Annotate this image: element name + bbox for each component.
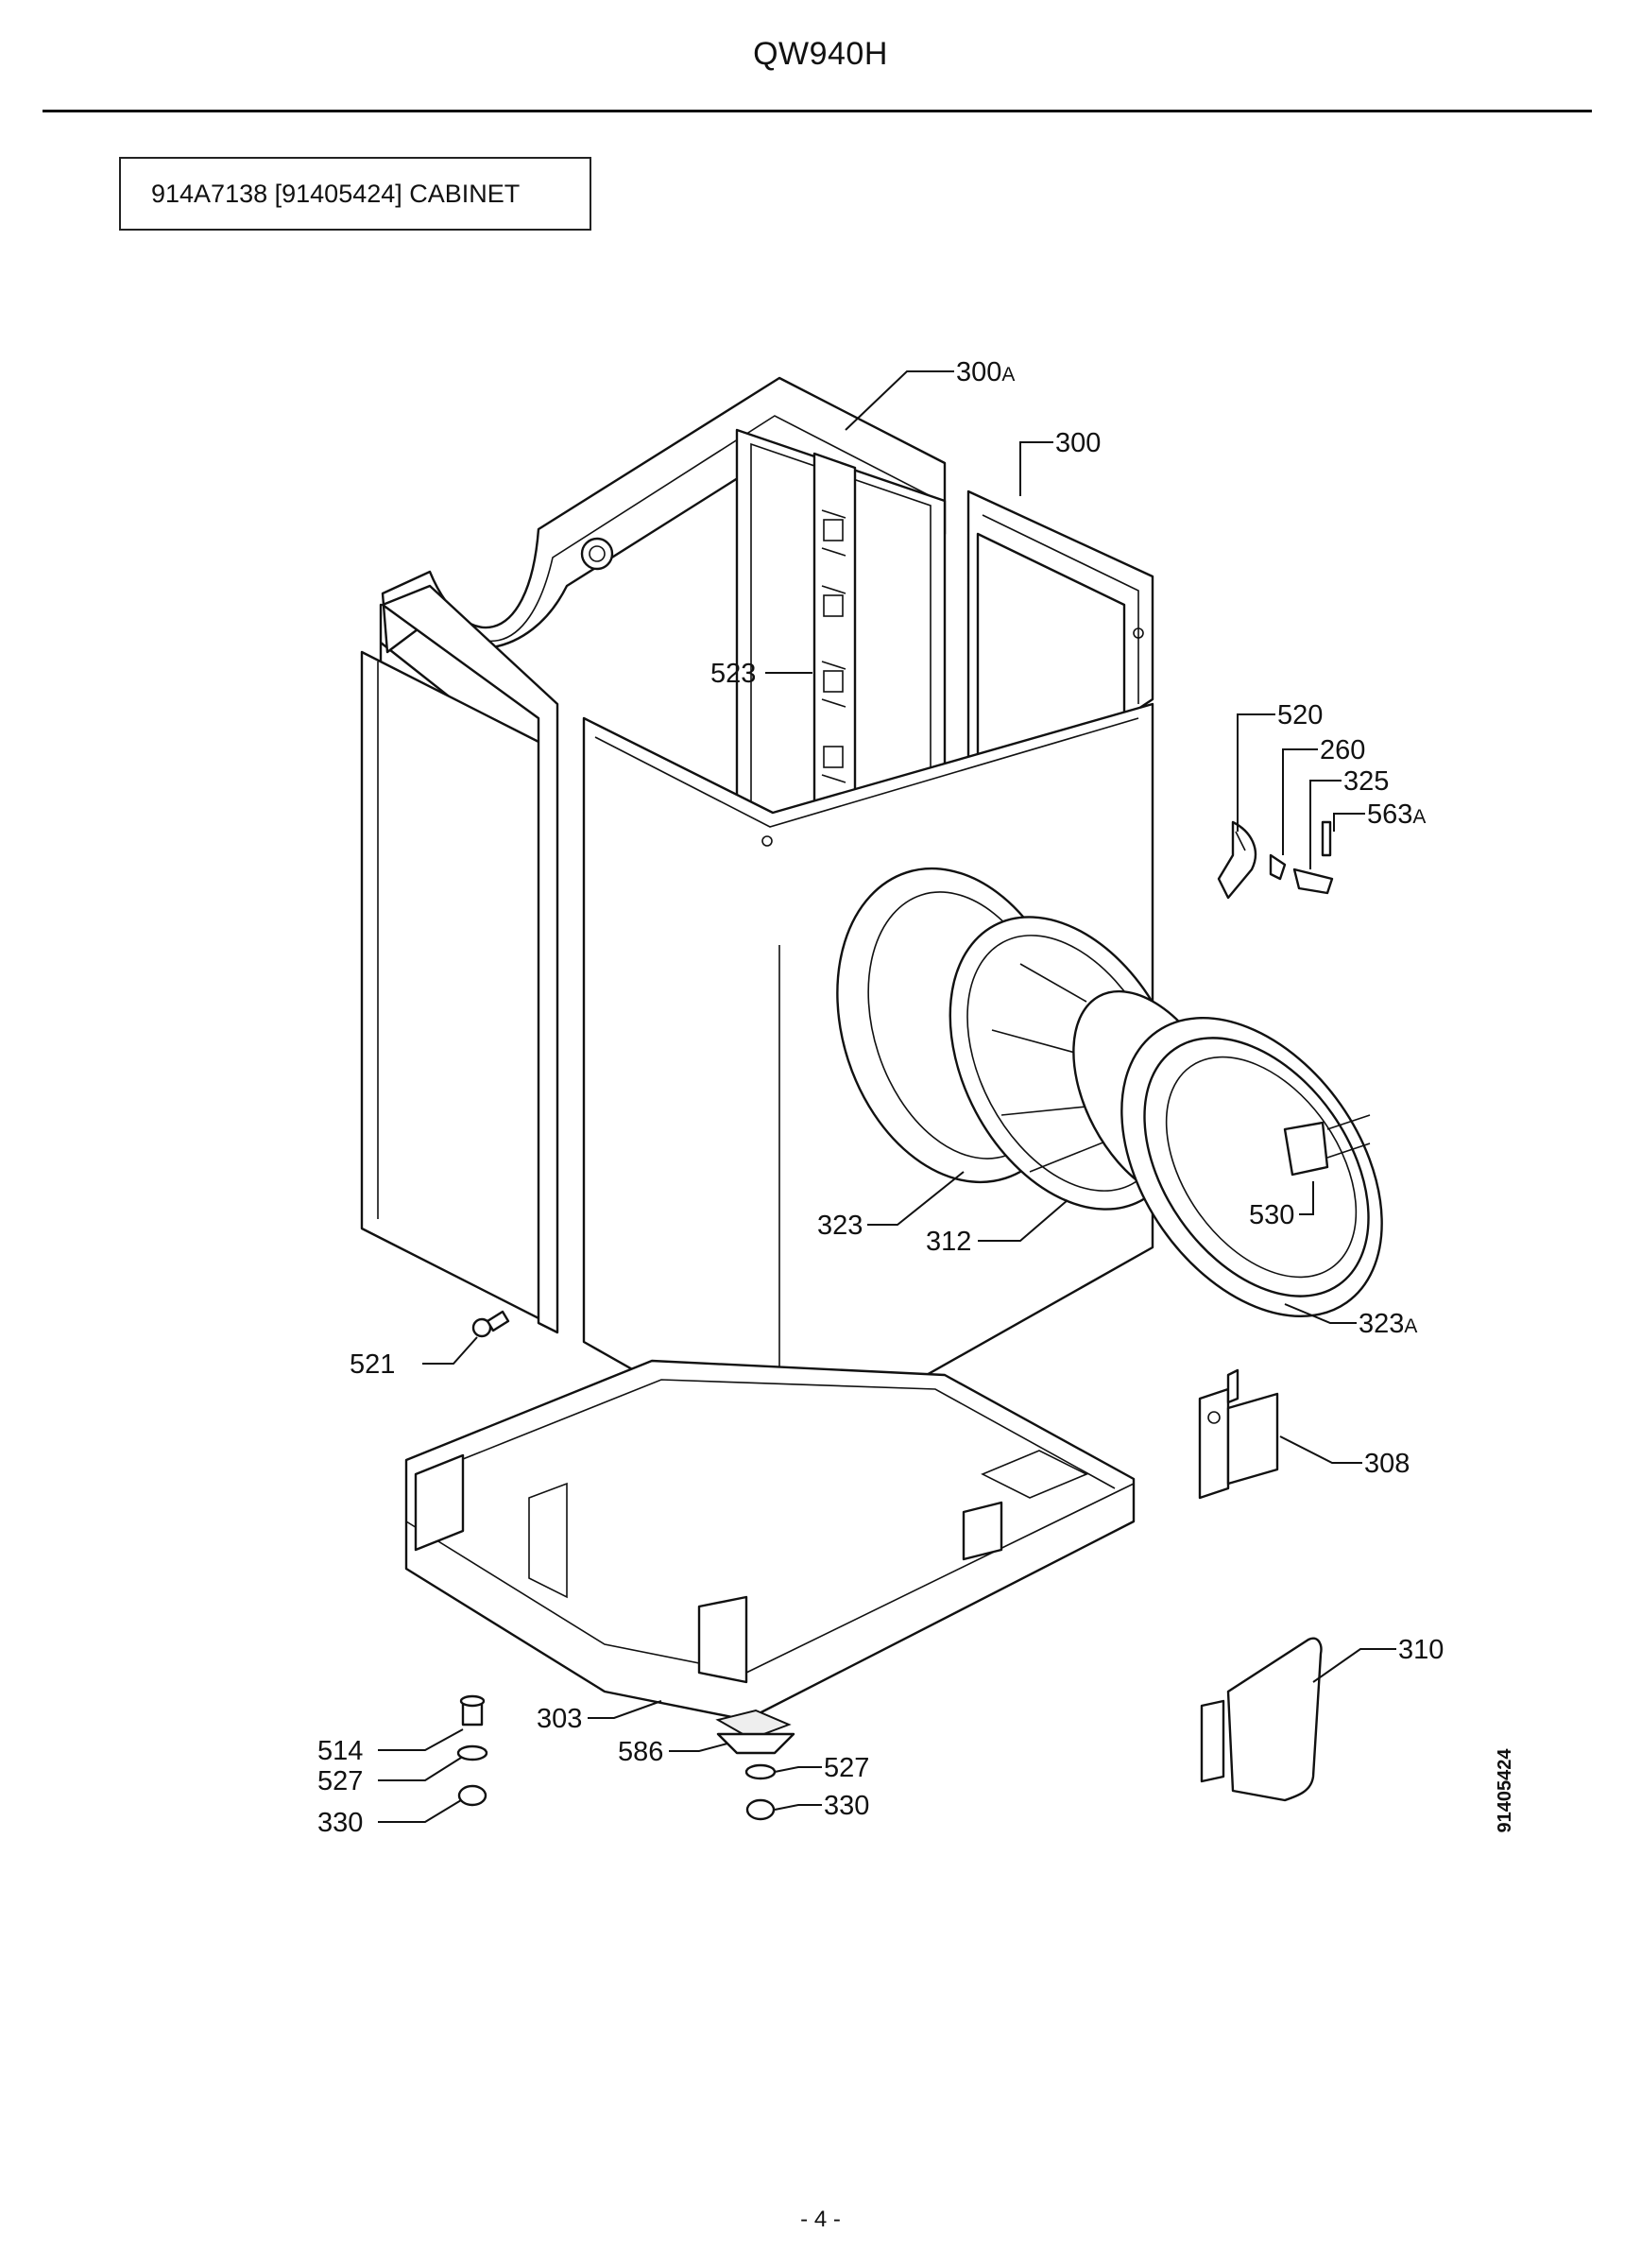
callout-312: 312 <box>926 1227 971 1257</box>
callout-325: 325 <box>1343 766 1389 797</box>
callout-520: 520 <box>1277 700 1323 730</box>
page-number: - 4 - <box>800 2207 841 2232</box>
callout-308: 308 <box>1364 1449 1410 1479</box>
callout-563a: 563A <box>1367 799 1426 830</box>
callout-300a: 300A <box>956 357 1015 387</box>
door-latch-parts <box>1217 820 1334 900</box>
callout-323: 323 <box>817 1211 863 1241</box>
callout-527-right: 527 <box>824 1753 869 1783</box>
leader-lines <box>378 370 1396 1823</box>
diagram-reference-code: 91405424 <box>1495 1748 1515 1833</box>
model-title: QW940H <box>753 36 888 72</box>
callout-303: 303 <box>537 1704 582 1734</box>
door-assembly <box>1120 1017 1383 1317</box>
callout-521: 521 <box>350 1349 395 1380</box>
door-hinge <box>1198 1368 1279 1500</box>
callout-527-left: 527 <box>317 1766 363 1796</box>
callout-330-left: 330 <box>317 1808 363 1838</box>
section-title: 914A7138 [91405424] CABINET <box>151 179 521 208</box>
cabinet-base-frame <box>404 1359 1136 1741</box>
callout-523: 523 <box>710 659 756 689</box>
callout-labels: 300A 300 523 520 260 325 563A 323 312 53… <box>317 357 1444 1838</box>
callout-323a: 323A <box>1359 1309 1417 1339</box>
cabinet-left-side-panel <box>360 584 559 1334</box>
foot-assembly-right <box>716 1732 795 1821</box>
callout-310: 310 <box>1398 1635 1444 1665</box>
section-title-box: 914A7138 [91405424] CABINET <box>119 157 591 231</box>
screw-521 <box>471 1310 510 1338</box>
filter-flap <box>1200 1637 1323 1802</box>
foot-assembly-left <box>456 1694 488 1807</box>
callout-260: 260 <box>1320 735 1365 765</box>
header-divider <box>43 110 1592 112</box>
callout-586: 586 <box>618 1737 663 1767</box>
callout-300: 300 <box>1055 428 1101 458</box>
callout-514: 514 <box>317 1736 363 1766</box>
callout-530: 530 <box>1249 1200 1294 1230</box>
callout-330-right: 330 <box>824 1791 869 1821</box>
